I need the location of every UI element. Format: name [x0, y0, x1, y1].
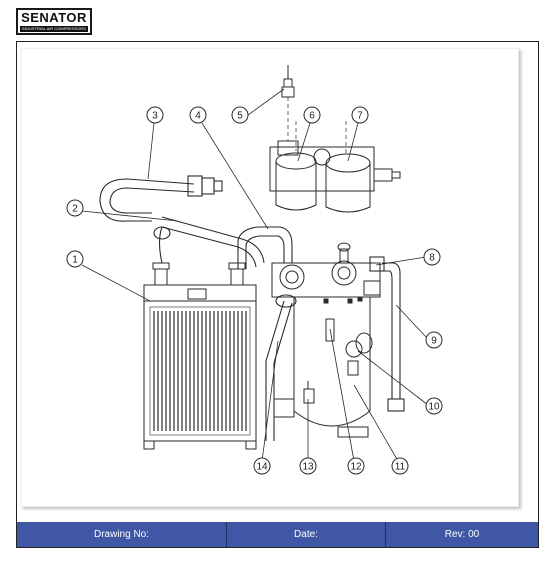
callout-9: 9 — [425, 331, 443, 349]
callout-7: 7 — [351, 106, 369, 124]
hose-14 — [265, 294, 297, 441]
callout-10: 10 — [425, 397, 443, 415]
drawing-no-cell: Drawing No: — [17, 522, 227, 547]
callout-5: 5 — [231, 106, 249, 124]
svg-text:7: 7 — [357, 111, 363, 122]
svg-text:8: 8 — [429, 253, 435, 264]
drawing-panel: 1 2 3 4 5 6 7 — [21, 48, 519, 507]
svg-text:1: 1 — [72, 255, 78, 266]
separator-filter-7 — [313, 121, 401, 213]
hose-3 — [99, 175, 223, 222]
leader-lines — [81, 88, 429, 462]
drawing-no-label: Drawing No: — [93, 529, 150, 540]
svg-text:4: 4 — [195, 111, 201, 122]
svg-text:11: 11 — [395, 462, 406, 473]
svg-text:10: 10 — [428, 402, 440, 413]
date-label: Date: — [294, 529, 318, 540]
svg-text:13: 13 — [302, 462, 314, 473]
callout-6: 6 — [303, 106, 321, 124]
drawing-frame: 1 2 3 4 5 6 7 — [16, 41, 539, 548]
date-cell: Date: — [227, 522, 386, 547]
title-block: Drawing No: Date: Rev: 00 — [17, 522, 538, 547]
callout-3: 3 — [146, 106, 164, 124]
line-9 — [369, 256, 405, 412]
svg-text:2: 2 — [72, 204, 78, 215]
senator-logo: SENATOR INDUSTRIAL AIR COMPRESSORS — [16, 8, 92, 35]
callout-13: 13 — [299, 457, 317, 475]
svg-text:3: 3 — [152, 111, 158, 122]
svg-text:9: 9 — [431, 336, 437, 347]
callout-2: 2 — [66, 199, 84, 217]
callout-12: 12 — [347, 457, 365, 475]
svg-text:6: 6 — [309, 111, 315, 122]
rev-cell: Rev: 00 — [386, 522, 538, 547]
logo-text: SENATOR — [21, 10, 87, 25]
assembly-drawing: 1 2 3 4 5 6 7 — [66, 65, 443, 475]
cooler-radiator — [143, 262, 257, 450]
callout-1: 1 — [66, 250, 84, 268]
callout-14: 14 — [253, 457, 271, 475]
hose-4 — [237, 226, 293, 269]
svg-text:12: 12 — [350, 462, 362, 473]
logo-subtext: INDUSTRIAL AIR COMPRESSORS — [20, 26, 88, 32]
svg-text:14: 14 — [256, 462, 268, 473]
svg-text:5: 5 — [237, 111, 243, 122]
callout-8: 8 — [423, 248, 441, 266]
separator-tank — [271, 242, 381, 438]
valve-5 — [281, 65, 295, 141]
callout-11: 11 — [391, 457, 409, 475]
callout-4: 4 — [189, 106, 207, 124]
rev-label: Rev: 00 — [444, 529, 480, 540]
